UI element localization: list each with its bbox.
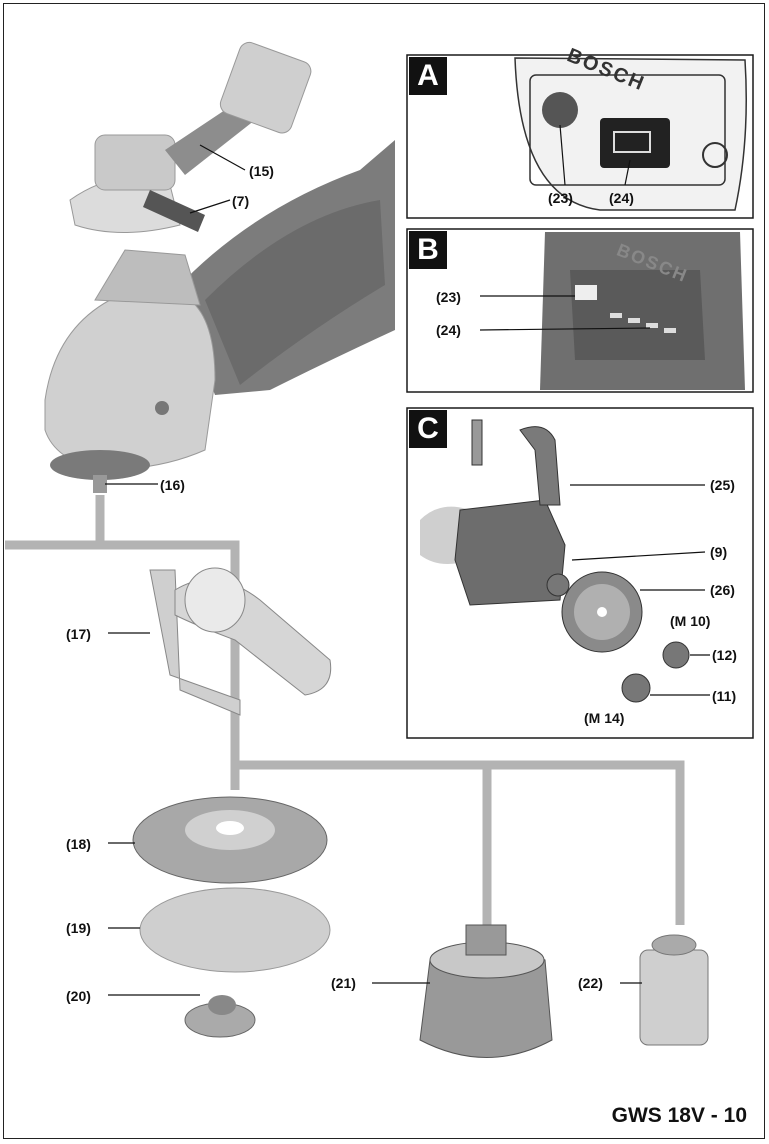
panel-b <box>406 228 754 393</box>
backing-pad-drawing <box>108 796 328 884</box>
callout-m10: (M 10) <box>670 613 711 629</box>
panel-label-a: A <box>409 57 447 95</box>
callout-16: (16) <box>160 477 185 493</box>
callout-11: (11) <box>712 688 737 704</box>
callout-m14: (M 14) <box>584 710 625 726</box>
callout-18: (18) <box>66 836 91 852</box>
callout-9: (9) <box>710 544 728 560</box>
callout-17: (17) <box>66 626 91 642</box>
callout-20: (20) <box>66 988 91 1004</box>
callout-b-23: (23) <box>436 289 461 305</box>
cup-brush-drawing <box>372 924 553 1058</box>
callout-a-23: (23) <box>548 190 573 206</box>
auxiliary-handle-drawing <box>108 567 332 716</box>
panel-a <box>406 54 754 219</box>
callout-15: (15) <box>249 163 274 179</box>
core-cutter-drawing <box>620 934 709 1046</box>
panel-label-b: B <box>409 231 447 269</box>
callout-a-24: (24) <box>609 190 634 206</box>
large-grinder-drawing <box>44 140 395 493</box>
clamping-nut-drawing <box>108 994 256 1038</box>
panel-c <box>406 407 754 739</box>
small-grinder-drawing <box>69 41 312 233</box>
sanding-sheet-drawing <box>108 887 331 973</box>
callout-19: (19) <box>66 920 91 936</box>
model-number: GWS 18V - 10 <box>611 1104 747 1127</box>
callout-7: (7) <box>232 193 250 209</box>
callout-12: (12) <box>712 647 737 663</box>
callout-25: (25) <box>710 477 735 493</box>
leader-lines <box>105 144 246 485</box>
callout-21: (21) <box>331 975 356 991</box>
callout-b-24: (24) <box>436 322 461 338</box>
callout-26: (26) <box>710 582 735 598</box>
page-frame <box>3 3 765 1139</box>
callout-22: (22) <box>578 975 603 991</box>
panel-label-c: C <box>409 410 447 448</box>
